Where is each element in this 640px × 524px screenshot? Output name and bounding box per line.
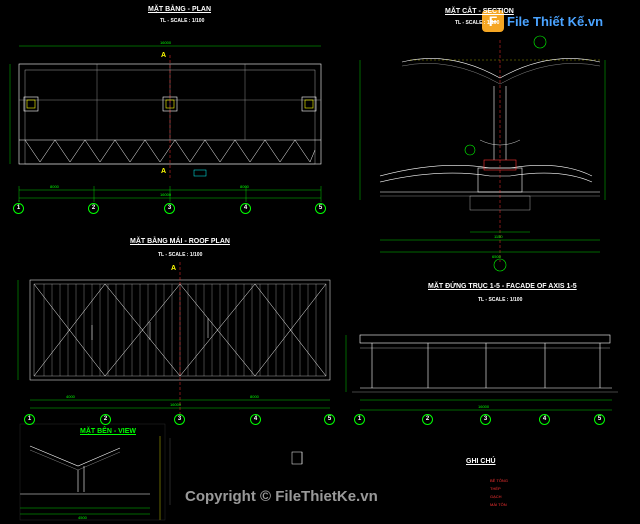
logo-text: File Thiết Kế.vn: [507, 13, 604, 29]
logo-icon: F: [482, 10, 504, 32]
facade-view: [345, 334, 618, 411]
detail-notes: [169, 438, 303, 505]
dim-plan-total: 16000: [160, 192, 172, 197]
side-view-title: MẶT BÊN - VIEW: [80, 428, 136, 435]
roof-plan-title: MẶT BẰNG MÁI - ROOF PLAN: [130, 238, 230, 245]
section-title: MẶT CẮT - SECTION: [445, 8, 514, 15]
copyright-watermark: Copyright © FileThietKe.vn: [185, 488, 378, 505]
legend-item: BÊ TÔNG: [490, 478, 508, 483]
dim-plan-half-right: 8000: [240, 184, 249, 189]
dim-plan-half-left: 8000: [50, 184, 59, 189]
legend-title: GHI CHÚ: [466, 458, 496, 465]
section-mark-a-bottom: A: [161, 168, 167, 175]
dim-facade-total: 16000: [478, 404, 490, 409]
section-view: [359, 35, 606, 272]
section-scale: TL - SCALE : 1/100: [455, 20, 500, 26]
axis-bubble-2: 2: [422, 414, 433, 425]
dim-plan-total-top: 16000: [160, 40, 172, 45]
axis-bubble-1: 1: [13, 203, 24, 214]
axis-bubble-4: 4: [250, 414, 261, 425]
axis-bubble-5: 5: [324, 414, 335, 425]
axis-bubble-4: 4: [240, 203, 251, 214]
axis-bubble-5: 5: [594, 414, 605, 425]
plan-scale: TL - SCALE : 1/100: [160, 18, 205, 24]
axis-bubble-1: 1: [24, 414, 35, 425]
axis-bubble-3: 3: [174, 414, 185, 425]
site-logo[interactable]: F File Thiết Kế.vn: [482, 8, 603, 34]
axis-bubble-2: 2: [88, 203, 99, 214]
legend-item: THÉP: [490, 486, 501, 491]
dim-roof-total: 16000: [170, 402, 182, 407]
side-view: [19, 423, 166, 521]
section-mark-a-top: A: [161, 52, 167, 59]
plan-title: MẶT BẰNG - PLAN: [148, 6, 211, 13]
axis-bubble-2: 2: [100, 414, 111, 425]
axis-bubble-5: 5: [315, 203, 326, 214]
section-mark-a-roof: A: [171, 265, 177, 272]
legend-item: GẠCH: [490, 494, 502, 499]
roof-plan-scale: TL - SCALE : 1/100: [158, 252, 203, 258]
axis-bubble-1: 1: [354, 414, 365, 425]
facade-title: MẶT ĐỨNG TRỤC 1-5 - FACADE OF AXIS 1-5: [428, 283, 577, 290]
legend-item: MÁI TÔN: [490, 502, 507, 507]
dim-section-mid: 1150: [494, 234, 503, 239]
dim-section-span: 6500: [492, 254, 501, 259]
axis-bubble-3: 3: [480, 414, 491, 425]
dim-roof-half-right: 8000: [250, 394, 259, 399]
axis-bubble-4: 4: [539, 414, 550, 425]
axis-bubble-3: 3: [164, 203, 175, 214]
facade-scale: TL - SCALE : 1/100: [478, 297, 523, 303]
plan-view: [9, 45, 322, 208]
dim-side-total: 4500: [78, 515, 87, 520]
dim-roof-half-left: 4000: [66, 394, 75, 399]
roof-plan-view: [17, 262, 331, 416]
